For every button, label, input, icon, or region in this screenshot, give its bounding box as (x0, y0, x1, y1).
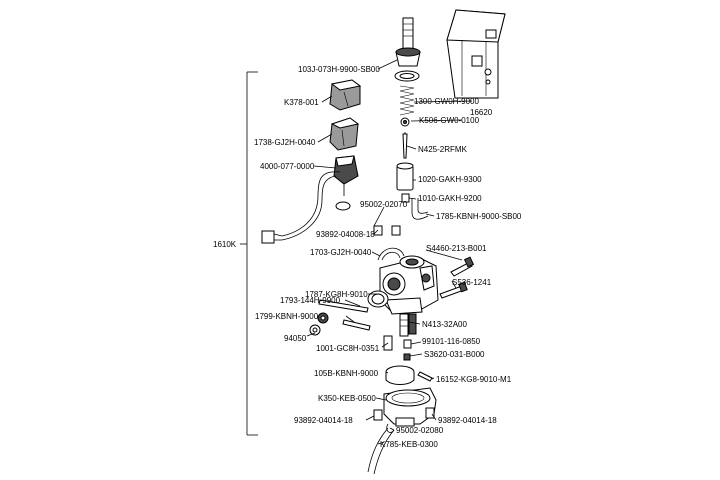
part-label-16152: 16152-KG8-9010-M1 (436, 375, 512, 384)
part-label-1793: 1793-144H-9900 (280, 296, 341, 305)
float-needle-part[interactable] (417, 371, 433, 382)
float-bowl-part[interactable] (383, 387, 437, 427)
part-label-S4460: S4460-213-B001 (426, 244, 487, 253)
small-oring-part[interactable] (335, 201, 351, 211)
part-label-K350: K350-KEB-0500 (318, 394, 376, 403)
auto-choke-part[interactable] (261, 155, 359, 244)
air-screw-part[interactable] (439, 281, 468, 299)
assembly-bracket (240, 71, 258, 436)
part-label-1787: 1787-KG8H-9010 (305, 290, 368, 299)
part-label-N413: N413-32A00 (422, 320, 467, 329)
part-label-1799: 1799-KBNH-9000 (255, 312, 319, 321)
assembly-label: 1610K (213, 240, 237, 249)
part-label-95002b: 95002-02080 (396, 426, 444, 435)
part-label-S536: S536-1241 (452, 278, 492, 287)
mounting-stud-part[interactable] (317, 299, 371, 331)
throttle-spring-part[interactable] (399, 85, 415, 116)
part-label-1738: 1738-GJ2H-0040 (254, 138, 316, 147)
part-label-1785: 1785-KBNH-9000-SB00 (436, 212, 522, 221)
part-label-S3620: S3620-031-B000 (424, 350, 485, 359)
choke-cap-part[interactable] (329, 79, 362, 111)
float-part[interactable] (385, 365, 415, 385)
part-label-1300: 1300-GW0H-9000 (414, 97, 479, 106)
part-label-93892a: 93892-04008-18 (316, 230, 375, 239)
choke-cover-part[interactable] (329, 117, 360, 151)
part-label-93892c: 93892-04014-18 (438, 416, 497, 425)
bowl-screw-part[interactable] (373, 407, 435, 421)
main-jet-part[interactable] (408, 313, 417, 335)
part-label-1703: 1703-GJ2H-0040 (310, 248, 372, 257)
idle-screw-part[interactable] (450, 256, 475, 277)
needle-clip-part[interactable] (400, 117, 410, 127)
wire-clip-part[interactable] (377, 247, 405, 261)
part-label-1010: 1010-GAKH-9200 (418, 194, 482, 203)
part-label-K785: K785-KEB-0300 (380, 440, 438, 449)
cable-adjuster-part[interactable] (395, 17, 421, 67)
jet-needle-part[interactable] (402, 132, 408, 159)
throttle-cover-part[interactable] (446, 9, 506, 99)
part-label-1020: 1020-GAKH-9300 (418, 175, 482, 184)
intake-gasket-part[interactable] (367, 290, 389, 308)
carburetor-body-part[interactable] (379, 255, 439, 315)
breather-tube-part[interactable] (411, 198, 429, 220)
part-label-93892b: 93892-04014-18 (294, 416, 353, 425)
slow-jet-part[interactable] (383, 335, 412, 351)
part-label-N425: N425-2RFMK (418, 145, 468, 154)
part-label-K506: K506-GW0-0100 (419, 116, 480, 125)
nut-washer-part[interactable] (309, 324, 321, 336)
part-label-95002a: 95002-02070 (360, 200, 408, 209)
part-label-103J: 103J-073H-9900-SB00 (298, 65, 380, 74)
part-label-K378: K378-001 (284, 98, 319, 107)
part-label-1001: 1001-GC8H-0351 (316, 344, 380, 353)
part-label-94050: 94050 (284, 334, 307, 343)
gasket-ring-part[interactable] (394, 70, 420, 82)
main-jet-holder-part[interactable] (399, 313, 409, 337)
leader-lines (306, 59, 473, 445)
part-label-105B: 105B-KBNH-9000 (314, 369, 379, 378)
part-label-99101: 99101-116-0850 (422, 337, 481, 346)
throttle-slide-part[interactable] (396, 162, 414, 191)
part-label-4000: 4000-077-0000 (260, 162, 315, 171)
float-pin-part[interactable] (403, 353, 411, 361)
part-label-16620: 16620 (470, 108, 493, 117)
drain-hose-part[interactable] (367, 427, 395, 475)
